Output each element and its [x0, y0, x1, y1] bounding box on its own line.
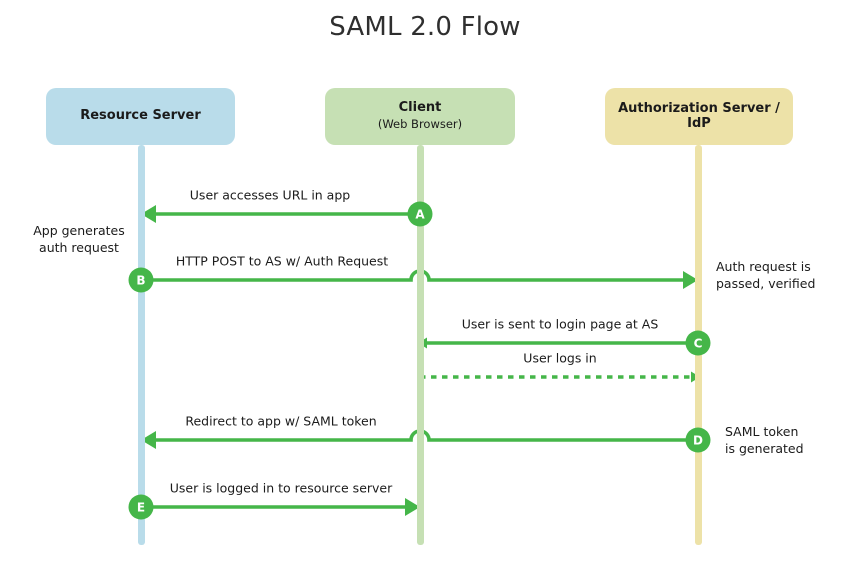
step-marker-label: C: [693, 336, 703, 350]
actor-subtitle-client: (Web Browser): [377, 117, 463, 132]
message-label-b: HTTP POST to AS w/ Auth Request: [175, 253, 389, 269]
message-label-step-3: User logs in: [523, 350, 597, 366]
step-marker-label: A: [415, 207, 425, 221]
step-marker-label: B: [136, 273, 146, 287]
message-label-e: User is logged in to resource server: [169, 480, 393, 496]
step-marker-a[interactable]: A: [407, 201, 433, 227]
actor-box-resource-server[interactable]: Resource Server: [46, 88, 235, 145]
step-marker-label: E: [136, 500, 146, 514]
flow-arrow-D-head: [141, 431, 156, 449]
message-label-d: Redirect to app w/ SAML token: [185, 413, 377, 429]
actor-box-client[interactable]: Client(Web Browser): [325, 88, 515, 145]
flow-arrow-B-head: [683, 271, 698, 289]
step-marker-label: D: [693, 433, 703, 447]
message-label-a: User accesses URL in app: [189, 187, 351, 203]
note-saml-token-generated: SAML token is generated: [725, 424, 804, 456]
note-auth-request-verified: Auth request is passed, verified: [716, 259, 816, 291]
flow-arrow-D: [154, 429, 698, 442]
actor-title-resource-server: Resource Server: [80, 108, 201, 124]
flow-arrow-A-head: [141, 205, 156, 223]
flow-arrow-E-head: [405, 498, 420, 516]
message-label-c: User is sent to login page at AS: [461, 316, 659, 332]
step-marker-d[interactable]: D: [685, 427, 711, 453]
actor-title-authorization-server: Authorization Server / IdP: [618, 100, 780, 131]
note-app-generates: App generates auth request: [33, 223, 125, 255]
step-marker-e[interactable]: E: [128, 494, 154, 520]
actor-title-client: Client: [398, 100, 442, 116]
actor-box-authorization-server[interactable]: Authorization Server / IdP: [605, 88, 793, 145]
lifeline-client: [416, 145, 424, 545]
step-marker-c[interactable]: C: [685, 330, 711, 356]
step-marker-b[interactable]: B: [128, 267, 154, 293]
page-title: SAML 2.0 Flow: [329, 12, 521, 42]
flow-arrow-B: [141, 269, 685, 282]
lifeline-resource-server: [137, 145, 145, 545]
